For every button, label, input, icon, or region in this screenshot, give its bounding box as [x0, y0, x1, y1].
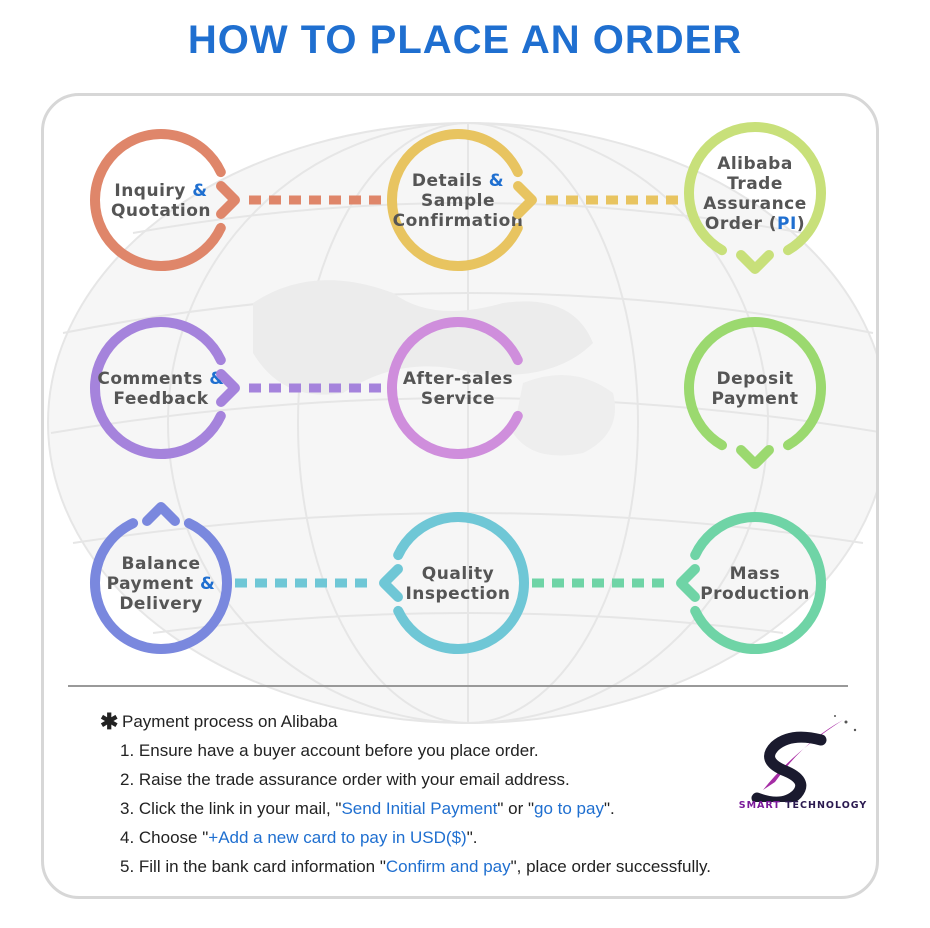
step-ring: [684, 317, 826, 451]
note-text: " or ": [497, 799, 535, 818]
step-ring: [90, 317, 226, 459]
step-label-line: Order (PI): [705, 214, 805, 234]
amp-glyph: &: [200, 574, 215, 594]
note-highlight: +Add a new card to pay in USD($): [208, 828, 467, 847]
section-divider: [68, 685, 848, 687]
note-item: 1. Ensure have a buyer account before yo…: [120, 736, 720, 765]
step-label-line: Inspection: [405, 584, 510, 604]
arrow-right-icon: [513, 181, 537, 219]
arrow-up-icon: [142, 502, 180, 526]
note-item: 5. Fill in the bank card information "Co…: [120, 852, 720, 881]
step-ring: [90, 518, 232, 654]
step-label: Inquiry &Quotation: [111, 181, 211, 221]
payment-notes: ✱ Payment process on Alibaba 1. Ensure h…: [100, 708, 720, 881]
step-label-line: Assurance: [703, 194, 807, 214]
step-label-line: Alibaba: [717, 154, 793, 174]
step-label-line: Inquiry &: [114, 181, 207, 201]
step-label-line: Mass: [730, 564, 781, 584]
asterisk-icon: ✱: [100, 709, 119, 734]
step-label-line: Payment: [711, 389, 798, 409]
step-label-line: Trade: [727, 174, 783, 194]
step-label-line: Comments &: [97, 369, 224, 389]
step-ring: [90, 129, 226, 271]
step-ring: [387, 317, 523, 459]
step-label-line: Sample: [421, 191, 495, 211]
note-text: ", place order successfully.: [510, 857, 711, 876]
notes-heading-text: Payment process on Alibaba: [122, 712, 338, 731]
note-text: ".: [466, 828, 478, 847]
note-text: 1. Ensure have a buyer account before yo…: [120, 741, 539, 760]
note-text: 3. Click the link in your mail, ": [120, 799, 342, 818]
arrow-right-icon: [216, 369, 240, 407]
amp-glyph: &: [489, 171, 504, 191]
note-text: ".: [603, 799, 615, 818]
arrow-left-icon: [676, 564, 700, 602]
note-text: 5. Fill in the bank card information ": [120, 857, 386, 876]
note-item: 4. Choose "+Add a new card to pay in USD…: [120, 823, 720, 852]
step-label-line: Delivery: [119, 594, 202, 614]
step-ring: [387, 129, 523, 271]
arrow-down-icon: [736, 445, 774, 469]
note-highlight: go to pay: [534, 799, 604, 818]
notes-list: 1. Ensure have a buyer account before yo…: [100, 736, 720, 881]
logo-mark-icon: [751, 715, 857, 808]
step-inquiry: Inquiry &Quotation: [90, 129, 226, 271]
note-item: 2. Raise the trade assurance order with …: [120, 765, 720, 794]
pi-highlight: PI: [777, 214, 797, 234]
step-label-line: After-sales: [403, 369, 513, 389]
logo-text: SMART TECHNOLOGY: [738, 800, 868, 811]
step-ring: [393, 512, 529, 654]
arrow-left-icon: [379, 564, 403, 602]
globe-background: [47, 122, 876, 724]
step-ring: [690, 512, 826, 654]
arrow-down-icon: [736, 250, 774, 274]
step-label-line: Quotation: [111, 201, 211, 221]
notes-heading: ✱ Payment process on Alibaba: [100, 708, 720, 736]
note-text: 2. Raise the trade assurance order with …: [120, 770, 570, 789]
step-label-line: Payment &: [107, 574, 216, 594]
step-label-line: Feedback: [113, 389, 208, 409]
smart-technology-logo: SMART TECHNOLOGY: [723, 712, 883, 822]
step-label-line: Details &: [412, 171, 504, 191]
step-comments: Comments &Feedback: [90, 317, 226, 459]
step-label-line: Confirmation: [393, 211, 524, 231]
step-ring: [684, 122, 826, 256]
note-text: 4. Choose ": [120, 828, 209, 847]
note-highlight: Confirm and pay: [385, 857, 511, 876]
amp-glyph: &: [192, 181, 207, 201]
step-label-line: Quality: [422, 564, 494, 584]
step-label-line: Service: [421, 389, 495, 409]
page-title: HOW TO PLACE AN ORDER: [187, 18, 743, 62]
step-label-line: Production: [700, 584, 810, 604]
step-label-line: Deposit: [716, 369, 793, 389]
arrow-right-icon: [216, 181, 240, 219]
note-highlight: Send Initial Payment: [341, 799, 498, 818]
note-item: 3. Click the link in your mail, "Send In…: [120, 794, 720, 823]
step-label: Comments &Feedback: [97, 369, 224, 409]
step-label-line: Balance: [122, 554, 201, 574]
